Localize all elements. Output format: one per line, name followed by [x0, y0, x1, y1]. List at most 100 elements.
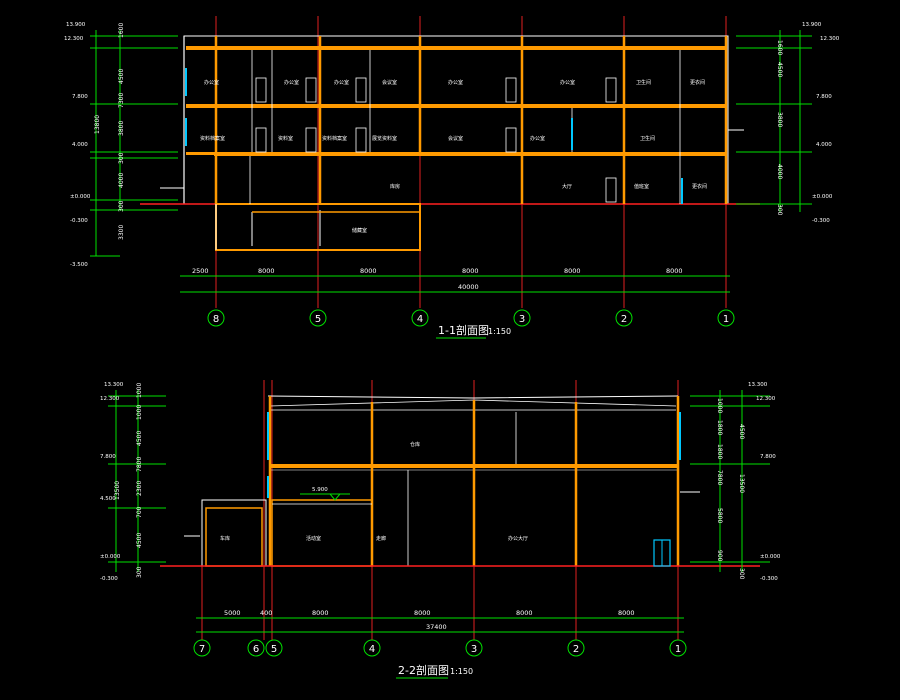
room-label: 卫生间	[636, 79, 651, 86]
drawing-title: 2-2剖面图	[398, 663, 449, 677]
room-label: 仓库	[410, 441, 420, 448]
room-label: 值班室	[634, 183, 649, 190]
axis-label: 4	[369, 644, 375, 655]
section2-axis-bubbles: 7 6 5 4 3 2 1	[193, 639, 687, 657]
room-label: 更衣间	[692, 183, 707, 190]
height-text: 1600	[118, 23, 125, 38]
total-text: 40000	[458, 283, 479, 291]
level-text: 13.900	[802, 22, 822, 28]
height-text: 300	[738, 568, 745, 580]
room-label: 走廊	[376, 535, 386, 542]
section2-right-dimensions: 13.300 12.300 7.800 ±0.000 -0.300 1000 1…	[690, 382, 781, 582]
span-text: 8000	[360, 267, 377, 275]
level-text: 12.300	[820, 36, 840, 42]
height-text: 4500	[136, 431, 143, 446]
height-text: 300	[776, 204, 783, 216]
room-label: 会议室	[382, 79, 397, 86]
span-text: 8000	[666, 267, 683, 275]
room-label: 储藏室	[352, 227, 367, 234]
level-text: 7.800	[760, 454, 776, 460]
room-label: 办公室	[204, 79, 219, 86]
roof-line	[267, 395, 679, 399]
door	[505, 77, 517, 103]
axis-bubble-4: 4	[363, 639, 381, 657]
level-text: -0.300	[70, 218, 88, 224]
level-text: -0.300	[100, 576, 118, 582]
height-text: 7800	[136, 457, 143, 472]
axis-label: 2	[621, 314, 627, 325]
height-text: 700	[136, 506, 143, 518]
axis-label: 5	[271, 644, 277, 655]
height-text: 7800	[716, 470, 723, 485]
axis-bubble-2: 2	[615, 309, 633, 327]
level-text: 12.300	[64, 36, 84, 42]
axis-label: 2	[573, 644, 579, 655]
axis-label: 7	[199, 644, 205, 655]
height-text: 1800	[716, 420, 723, 435]
height-text: 300	[118, 200, 125, 212]
roof-slab	[186, 46, 726, 50]
height-text: 13500	[114, 481, 121, 500]
level-text: ±0.000	[70, 194, 91, 200]
door	[255, 127, 267, 153]
room-label: 办公室	[448, 79, 463, 86]
section1-left-dimensions: 13.900 12.300 7.800 4.000 ±0.000 -0.300 …	[64, 22, 178, 268]
drawing-scale: 1:150	[450, 667, 473, 676]
height-text: 300	[118, 152, 125, 164]
level-text: 4.500	[100, 496, 116, 502]
total-text: 37400	[426, 623, 447, 631]
section2-title: 2-2剖面图 1:150	[396, 663, 473, 679]
section1-title: 1-1剖面图 1:150	[436, 323, 511, 339]
span-text: 8000	[258, 267, 275, 275]
span-text: 8000	[516, 609, 533, 617]
level-text: 7.800	[72, 94, 88, 100]
axis-bubble-2: 2	[567, 639, 585, 657]
room-label: 办公室	[530, 135, 545, 142]
room-label: 办公室	[284, 79, 299, 86]
section1-horizontal-dimensions: 2500 8000 8000 8000 8000 8000 40000	[180, 267, 730, 293]
room-label: 更衣间	[690, 79, 705, 86]
axis-bubble-5: 5	[265, 639, 283, 657]
height-text: 300	[136, 566, 143, 578]
axis-label: 5	[315, 314, 321, 325]
height-text: 3800	[776, 112, 783, 127]
span-text: 8000	[618, 609, 635, 617]
room-label: 展览资料室	[372, 135, 397, 142]
axis-label: 3	[471, 644, 477, 655]
height-text: 7300	[118, 93, 125, 108]
door	[305, 77, 317, 103]
axis-bubble-1: 1	[717, 309, 735, 327]
axis-bubble-8: 8	[207, 309, 225, 327]
axis-label: 6	[253, 644, 259, 655]
height-text: 3800	[118, 121, 125, 136]
height-text: 4000	[776, 164, 783, 179]
axis-bubble-1: 1	[669, 639, 687, 657]
level-text: 4.000	[72, 142, 88, 148]
axis-bubble-5: 5	[309, 309, 327, 327]
span-text: 8000	[564, 267, 581, 275]
section-2-2: 5.900 车库 活动室 走廊 仓库 办公大厅 13.300 12.300 7	[100, 380, 781, 679]
room-label: 资料室	[278, 135, 293, 142]
height-text: 4500	[738, 424, 745, 439]
level-text: -0.300	[812, 218, 830, 224]
section2-left-dimensions: 13.300 12.300 7.800 4.500 ±0.000 -0.300 …	[100, 382, 166, 582]
height-text: 4000	[118, 173, 125, 188]
door	[305, 127, 317, 153]
level-text: 12.300	[756, 396, 776, 402]
level-text: 13.300	[104, 382, 124, 388]
section1-right-dimensions: 13.900 12.300 7.800 4.000 ±0.000 -0.300 …	[736, 22, 840, 224]
door	[255, 77, 267, 103]
level-text: -3.500	[70, 262, 88, 268]
door	[605, 177, 617, 203]
height-text: 13500	[738, 474, 745, 493]
section2-walls: 5.900	[160, 395, 760, 567]
room-label: 会议室	[448, 135, 463, 142]
height-text: 1800	[716, 444, 723, 459]
axis-bubble-6: 6	[247, 639, 265, 657]
section1-axis-bubbles: 8 5 4 3 2 1	[207, 309, 735, 327]
door	[505, 127, 517, 153]
axis-label: 1	[675, 644, 681, 655]
level-text: ±0.000	[100, 554, 121, 560]
